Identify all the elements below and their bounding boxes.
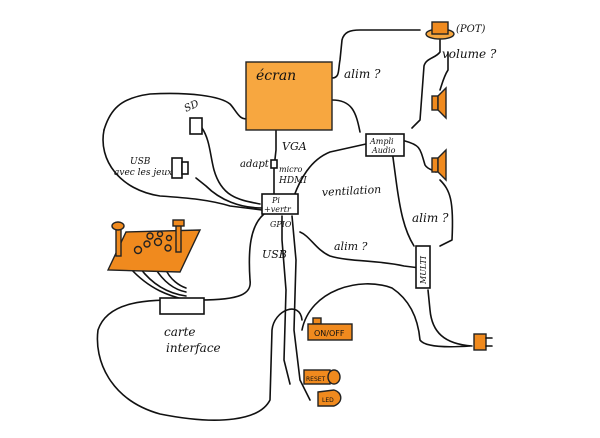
ampli-label-2: Audio bbox=[371, 146, 396, 155]
pi-box bbox=[261, 193, 299, 215]
micro-label: micro bbox=[279, 165, 302, 174]
board-button bbox=[146, 232, 154, 240]
usb-games: USB avec les jeux bbox=[114, 157, 189, 179]
usb-games-label-2: avec les jeux bbox=[114, 168, 172, 178]
volume-label: volume ? bbox=[442, 47, 497, 61]
reset-cap bbox=[327, 369, 341, 385]
wire-ecran-right-loop bbox=[102, 129, 263, 211]
wire-pi-usbjeux bbox=[195, 177, 263, 209]
ribbon-wire bbox=[139, 267, 187, 297]
alim-ecran-label: alim ? bbox=[344, 67, 381, 81]
speaker-bottom bbox=[431, 148, 447, 182]
board-button bbox=[133, 245, 143, 255]
screen-label: écran bbox=[256, 68, 296, 84]
led-label: LED bbox=[322, 397, 334, 404]
led: LED bbox=[317, 389, 342, 407]
wire-pi-usb-down bbox=[281, 215, 291, 385]
wire-pi-ampli bbox=[293, 143, 367, 197]
board-button bbox=[153, 237, 163, 247]
onoff-body bbox=[307, 323, 353, 341]
board-post bbox=[175, 223, 182, 253]
speaker-top-body bbox=[431, 95, 439, 111]
wire-pi-sd bbox=[201, 127, 261, 205]
pot-knob bbox=[431, 21, 449, 35]
wire-pi-alim bbox=[299, 231, 421, 269]
onoff-label: ON/OFF bbox=[314, 329, 345, 338]
speaker-bottom-body bbox=[431, 157, 439, 173]
carte-label-2: interface bbox=[166, 341, 221, 355]
board-button bbox=[143, 240, 151, 248]
wire-volume-speaker1 bbox=[439, 51, 449, 91]
wire-ecran-alim bbox=[331, 29, 421, 79]
wire-ampli-multi bbox=[391, 149, 415, 247]
wires bbox=[96, 29, 473, 421]
button-board bbox=[106, 219, 202, 273]
speaker-top bbox=[431, 86, 447, 120]
wire-carte-loop bbox=[96, 299, 303, 421]
wire-onoff-loop bbox=[301, 283, 471, 348]
ampli-label-1: Ampli bbox=[369, 137, 394, 146]
audio-amplifier: Ampli Audio bbox=[365, 133, 405, 157]
sd-card-shape bbox=[189, 117, 203, 135]
potentiometer: (POT) bbox=[425, 21, 485, 40]
screen-body bbox=[245, 61, 333, 131]
pi-label-1: Pi bbox=[271, 196, 280, 205]
plug-body bbox=[473, 333, 487, 351]
wire-multi-right bbox=[439, 179, 454, 247]
board-button bbox=[164, 244, 172, 252]
hdmi-label: HDMI bbox=[278, 176, 307, 186]
power-plug bbox=[473, 333, 493, 351]
wire-ecran-ampli bbox=[331, 99, 361, 133]
speaker-top-cone bbox=[437, 86, 447, 120]
wire-multi-outlet bbox=[427, 289, 473, 347]
pot-label: (POT) bbox=[456, 24, 485, 35]
gpio-label: GPIO bbox=[270, 220, 292, 229]
board-plate bbox=[106, 229, 202, 273]
ventilation-label: ventilation bbox=[321, 183, 381, 199]
wire-pi-carte bbox=[199, 213, 265, 301]
usb-stick-body bbox=[171, 157, 183, 179]
led-body bbox=[317, 389, 342, 407]
adapt-label: adapt bbox=[240, 159, 270, 170]
reset-label: RESET bbox=[306, 376, 326, 383]
sd-card: SD bbox=[183, 98, 203, 135]
wire-pot-volume bbox=[411, 39, 441, 129]
onoff-toggle bbox=[312, 317, 322, 325]
multi-box bbox=[415, 245, 431, 289]
power-strip: MULTI bbox=[415, 245, 431, 289]
board-button bbox=[165, 234, 173, 242]
speaker-bottom-cone bbox=[437, 148, 447, 182]
adapter-block bbox=[270, 159, 278, 169]
board-button bbox=[156, 230, 164, 238]
wire-pi-down2 bbox=[291, 215, 311, 401]
carte-label-1: carte bbox=[164, 325, 196, 339]
screen: écran bbox=[245, 61, 333, 131]
board-post bbox=[115, 227, 122, 257]
interface-card-box bbox=[159, 297, 205, 315]
alim-ampli-label: alim ? bbox=[412, 211, 449, 225]
usb-stick-plug bbox=[181, 161, 189, 175]
wire-ecran-left bbox=[103, 92, 249, 131]
alim-pi-label: alim ? bbox=[334, 240, 368, 253]
onoff-switch: ON/OFF bbox=[307, 317, 353, 341]
vga-label: VGA bbox=[282, 140, 307, 153]
sd-label: SD bbox=[183, 98, 201, 114]
usb-label: USB bbox=[262, 248, 287, 261]
reset-button: RESET bbox=[303, 369, 341, 385]
raspberry-pi: Pi +vertr GPIO bbox=[261, 193, 299, 229]
interface-card: carte interface bbox=[159, 297, 221, 355]
board-post-cap bbox=[172, 219, 185, 227]
multi-label: MULTI bbox=[419, 255, 428, 285]
board-post-cap bbox=[111, 221, 125, 231]
usb-games-label-1: USB bbox=[130, 157, 151, 167]
wire-vga bbox=[273, 127, 277, 197]
ampli-box bbox=[365, 133, 405, 157]
pi-label-2: +vertr bbox=[264, 205, 292, 214]
